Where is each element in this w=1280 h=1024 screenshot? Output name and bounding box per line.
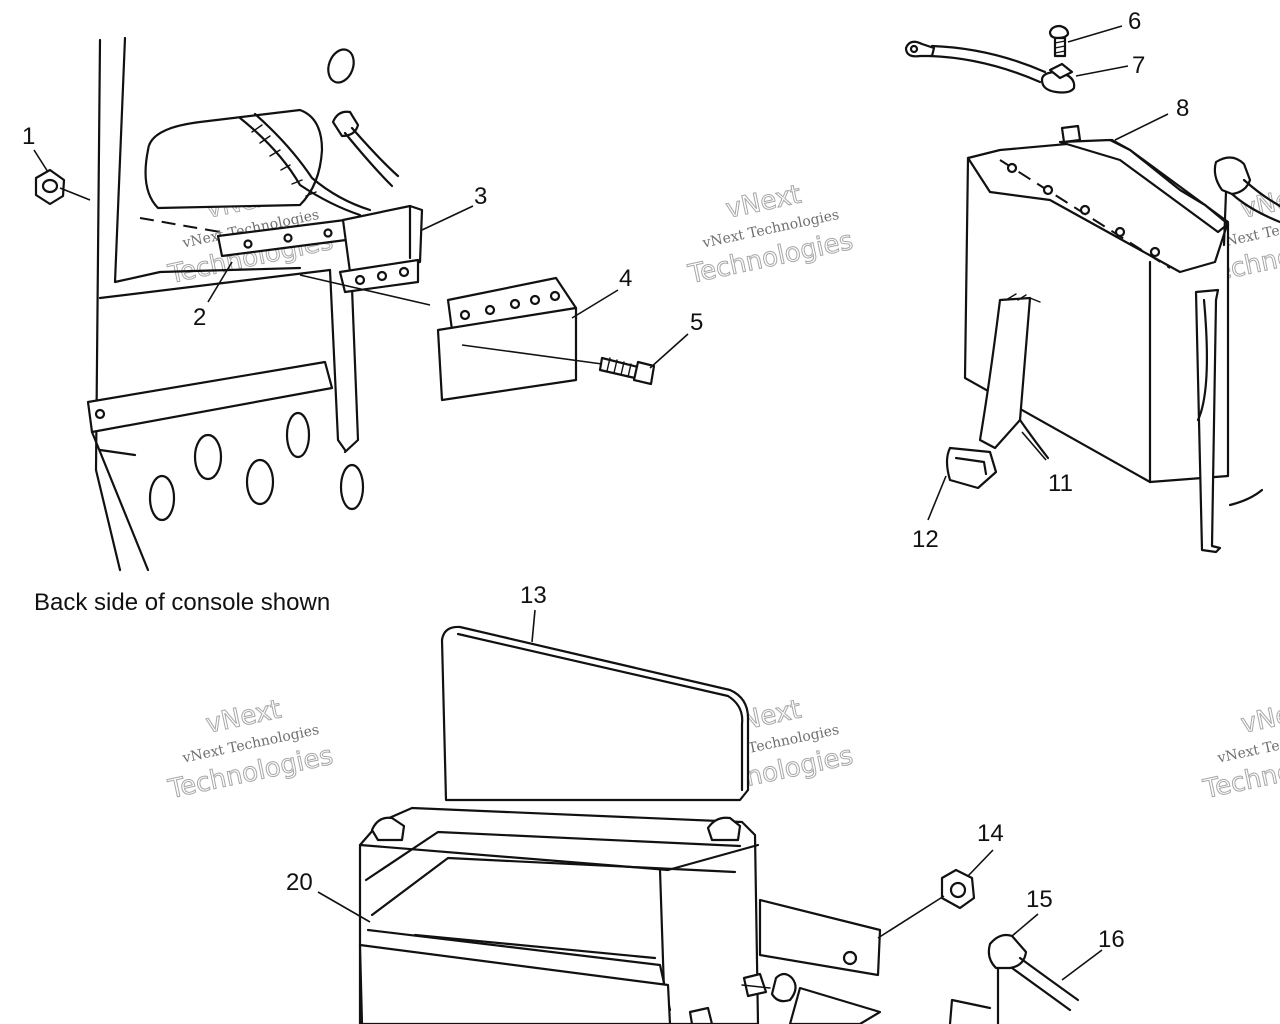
bolt: [598, 356, 656, 386]
callout-7: 7: [1132, 52, 1145, 79]
callout-8: 8: [1176, 95, 1189, 122]
callout-20: 20: [286, 869, 313, 896]
watermark-arc: vNext: [1238, 695, 1280, 740]
callout-16: 16: [1098, 926, 1125, 953]
callout-leaders: [33, 25, 1169, 981]
callout-13: 13: [520, 582, 547, 609]
callout-5: 5: [690, 309, 703, 336]
callout-12: 12: [912, 526, 939, 553]
diagram-caption: Back side of console shown: [34, 589, 330, 616]
watermark: vNext vNext Technologies Technologies: [165, 694, 337, 806]
callout-14: 14: [977, 820, 1004, 847]
battery: [904, 24, 1280, 554]
console-panel: [86, 36, 400, 572]
callout-4: 4: [619, 265, 632, 292]
hex-nut: [34, 168, 66, 206]
relay-block: [338, 204, 424, 294]
callout-11: 11: [1048, 470, 1073, 497]
callout-15: 15: [1026, 886, 1053, 913]
watermark: vNext vNext Technologies Technologies: [1200, 694, 1280, 806]
callout-3: 3: [474, 183, 487, 210]
cover-plate: [436, 276, 578, 402]
callout-1: 1: [22, 123, 35, 150]
watermark: vNext vNext Technologies Technologies: [685, 179, 857, 291]
callout-6: 6: [1128, 8, 1141, 35]
battery-box: [358, 625, 1080, 1024]
callout-2: 2: [193, 304, 206, 331]
